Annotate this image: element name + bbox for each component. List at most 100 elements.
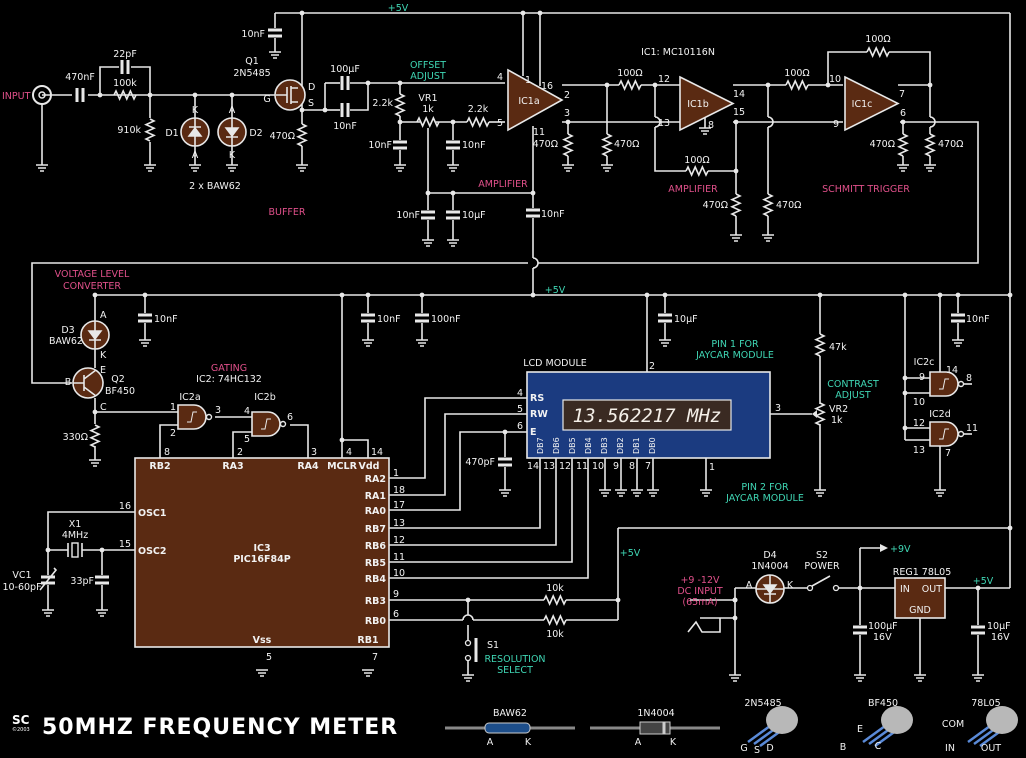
ground-symbol: [730, 234, 742, 242]
capacitor: [75, 88, 85, 102]
label-r470-d: 470Ω: [703, 200, 728, 211]
label-ic3-rb3: RB3: [365, 596, 386, 607]
resistor: [618, 79, 642, 91]
label-ic3-ra0: RA0: [365, 506, 387, 517]
lcd-pin-db2: DB2: [616, 437, 625, 454]
capacitor-plates: [498, 457, 512, 467]
label-r10k-a: 10k: [546, 583, 564, 594]
label-gating: GATING: [211, 363, 247, 374]
junction-dot: [339, 292, 345, 298]
label-lcd-p9: 9: [613, 461, 619, 472]
label-vc1v: 10-60pF: [2, 582, 41, 593]
label-ic1a-p2: 2: [564, 90, 570, 101]
label-res1: RESOLUTION: [484, 654, 545, 665]
label-vlc1: VOLTAGE LEVEL: [55, 269, 130, 280]
capacitor-plates: [268, 28, 282, 38]
label-ic3-p5: 5: [266, 652, 272, 663]
junction-dot: [299, 10, 305, 16]
junction-dot: [1007, 292, 1013, 298]
schmitt-icon: [187, 411, 197, 423]
wire: [538, 121, 979, 264]
inverter-bubble: [279, 420, 287, 428]
junction-dot: [937, 292, 943, 298]
junction-dot: [465, 597, 471, 603]
label-r22k-b: 2.2k: [468, 104, 489, 115]
ground-line: [730, 234, 742, 242]
electrolytic-capacitor: [971, 625, 985, 635]
label-rail5v-a: +5V: [388, 3, 409, 14]
label-c10u-b: 10µF: [674, 314, 698, 325]
label-ic3-ra1: RA1: [365, 491, 386, 502]
resistor: [562, 133, 574, 157]
ground-line: [42, 609, 54, 617]
label-d2k: K: [229, 150, 236, 161]
label-lcd-e: E: [530, 427, 537, 438]
ground-line: [447, 164, 459, 172]
junction-dot: [902, 375, 908, 381]
label-r470-g: 470Ω: [938, 139, 963, 150]
label-ic3-ra4: RA4: [297, 461, 319, 472]
junction-dot: [530, 292, 536, 298]
capacitor: [361, 313, 375, 323]
junction-dot: [299, 107, 305, 113]
label-c10n-a: 10nF: [368, 140, 392, 151]
ground-symbol: [762, 234, 774, 242]
junction-dot: [927, 82, 933, 88]
ground-line: [729, 674, 741, 682]
label-ic3-ra2: RA2: [365, 474, 386, 485]
capacitor: [268, 28, 282, 38]
label-c10u-cv: 16V: [991, 632, 1010, 643]
wire: [290, 424, 309, 458]
junction-dot: [604, 82, 610, 88]
junction-dot: [99, 547, 105, 553]
junction-dot: [733, 168, 739, 174]
label-d3: D3: [61, 325, 74, 336]
label-ic3-p4: 4: [346, 447, 352, 458]
label-pk-2n5485-d: D: [766, 743, 773, 754]
ground-symbol: [631, 489, 643, 497]
resistor: [601, 133, 613, 157]
label-ic3-p10: 10: [393, 568, 405, 579]
sc-logo: SC: [12, 713, 30, 727]
capacitor: [421, 210, 435, 220]
label-ic3-ra3: RA3: [222, 461, 243, 472]
label-ic3-rb1: RB1: [357, 635, 378, 646]
lcd-pin-db5: DB5: [568, 437, 577, 454]
ground-symbol: [139, 339, 151, 347]
label-ic1a-p1: 1: [525, 75, 531, 86]
junction-dot: [502, 429, 508, 435]
junction-dot: [92, 292, 98, 298]
label-q1type: 2N5485: [233, 68, 270, 79]
ground-line: [814, 489, 826, 497]
regulator-body: [894, 577, 946, 619]
junction-dot: [45, 547, 51, 553]
label-ic2c: IC2c: [914, 357, 935, 368]
label-d1a: A: [192, 150, 199, 161]
capacitor-plates: [853, 625, 867, 635]
label-buffer: BUFFER: [268, 207, 305, 218]
resistor: [924, 133, 936, 157]
ground-line: [699, 127, 711, 135]
label-reg: REG1 78L05: [893, 567, 952, 578]
ground-symbol: [226, 164, 238, 172]
capacitor-plates: [446, 210, 460, 220]
junction-dot: [339, 437, 345, 443]
label-ic3-p18: 18: [393, 485, 405, 496]
junction-dot: [644, 292, 650, 298]
ground-line: [96, 609, 108, 617]
label-ic1a-p11: 11: [533, 127, 545, 138]
wire-hop: [929, 116, 936, 128]
ground-symbol: [972, 674, 984, 682]
ground-symbol: [914, 674, 926, 682]
resistor: [814, 402, 826, 426]
ground-symbol: [814, 489, 826, 497]
label-pk-78l05-in: IN: [945, 743, 955, 754]
label-pin2jay2: JAYCAR MODULE: [725, 493, 804, 504]
to92-bf450-icon: [881, 706, 913, 734]
schmitt-icon: [261, 418, 271, 430]
ground-line: [914, 674, 926, 682]
ground-line: [416, 339, 428, 347]
label-c470p: 470pF: [465, 457, 495, 468]
label-ic3-mclr: MCLR: [327, 461, 357, 472]
